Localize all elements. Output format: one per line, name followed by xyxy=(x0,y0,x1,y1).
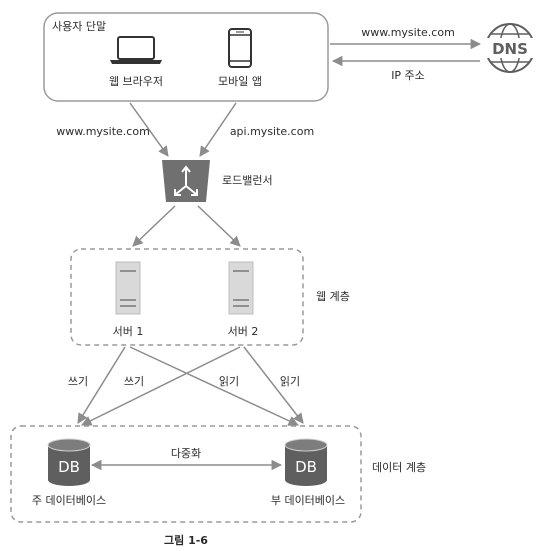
web-tier-box xyxy=(70,248,304,346)
user-terminal-box xyxy=(43,12,329,102)
secondary-db-icon: DB xyxy=(284,438,328,486)
dns-icon-text: DNS xyxy=(492,40,528,58)
data-tier-box xyxy=(10,425,362,523)
web-tier-label: 웹 계층 xyxy=(316,290,350,303)
dns-response-label: IP 주소 xyxy=(391,69,425,82)
lb-to-server2-arrow xyxy=(197,205,241,247)
laptop-icon xyxy=(110,36,162,64)
write-label-1: 쓰기 xyxy=(68,375,88,388)
server1-icon xyxy=(115,261,141,315)
primary-db-label: 주 데이터베이스 xyxy=(32,494,106,507)
lb-to-server1-arrow xyxy=(132,205,176,247)
dns-globe-icon: DNS xyxy=(484,23,536,73)
mobile-to-lb-arrow xyxy=(199,102,237,157)
user-terminal-title: 사용자 단말 xyxy=(52,20,106,33)
lb-web-request-label: www.mysite.com xyxy=(56,125,150,138)
primary-db-icon: DB xyxy=(47,438,91,486)
server2-label: 서버 2 xyxy=(228,325,259,338)
mobile-phone-icon xyxy=(228,28,252,68)
lb-api-request-label: api.mysite.com xyxy=(230,125,314,138)
mobile-app-label: 모바일 앱 xyxy=(218,74,262,88)
read-label-2: 읽기 xyxy=(280,375,300,388)
primary-db-icon-text: DB xyxy=(58,458,80,476)
web-to-lb-arrow xyxy=(129,102,169,157)
read-label-1: 읽기 xyxy=(219,375,239,388)
replication-label: 다중화 xyxy=(171,447,201,460)
dns-request-label: www.mysite.com xyxy=(361,26,455,39)
secondary-db-icon-text: DB xyxy=(295,458,317,476)
secondary-db-label: 부 데이터베이스 xyxy=(271,494,345,507)
server1-write-arrow xyxy=(77,346,126,424)
server2-icon xyxy=(228,261,254,315)
figure-caption: 그림 1-6 xyxy=(164,534,208,547)
write-label-2: 쓰기 xyxy=(124,375,144,388)
server1-label: 서버 1 xyxy=(113,325,144,338)
web-browser-label: 웹 브라우저 xyxy=(109,75,163,88)
data-tier-label: 데이터 계층 xyxy=(372,461,426,474)
server2-read-arrow xyxy=(243,346,304,424)
load-balancer-label: 로드밸런서 xyxy=(222,174,273,187)
server2-write-arrow xyxy=(81,346,241,426)
load-balancer-icon xyxy=(162,160,210,202)
server1-read-arrow xyxy=(129,346,299,426)
